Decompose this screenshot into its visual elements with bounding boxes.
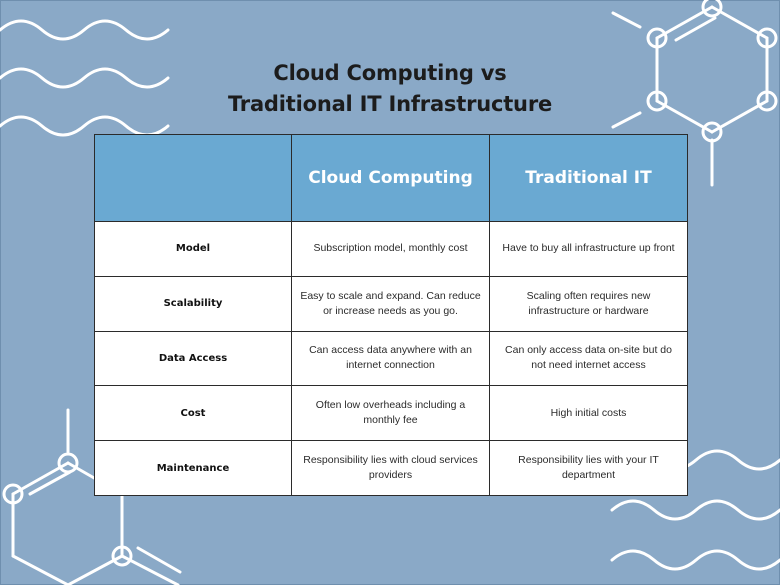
header-traditional-it: Traditional IT xyxy=(489,134,688,222)
traditional-cell: Have to buy all infrastructure up front xyxy=(489,221,688,277)
page-title: Cloud Computing vs Traditional IT Infras… xyxy=(0,58,780,120)
traditional-cell: High initial costs xyxy=(489,385,688,442)
table-row: Scalability Easy to scale and expand. Ca… xyxy=(94,275,688,332)
table-row: Data Access Can access data anywhere wit… xyxy=(94,330,688,387)
molecule-decoration xyxy=(611,0,778,187)
row-label: Data Access xyxy=(94,330,292,387)
table-header-row: Cloud Computing Traditional IT xyxy=(94,134,688,222)
row-label: Maintenance xyxy=(94,440,292,496)
comparison-table: Cloud Computing Traditional IT Model Sub… xyxy=(94,134,688,496)
wave-decoration xyxy=(0,67,170,89)
header-cloud-computing: Cloud Computing xyxy=(291,134,490,222)
cloud-cell: Easy to scale and expand. Can reduce or … xyxy=(291,275,490,332)
row-label: Cost xyxy=(94,385,292,442)
title-line-1: Cloud Computing vs xyxy=(273,61,507,85)
traditional-cell: Responsibility lies with your IT departm… xyxy=(489,440,688,496)
header-empty-cell xyxy=(94,134,292,222)
cloud-cell: Subscription model, monthly cost xyxy=(291,221,490,277)
cloud-cell: Can access data anywhere with an interne… xyxy=(291,330,490,387)
cloud-cell: Often low overheads including a monthly … xyxy=(291,385,490,442)
table-row: Cost Often low overheads including a mon… xyxy=(94,385,688,442)
title-line-2: Traditional IT Infrastructure xyxy=(227,92,553,116)
wave-decoration xyxy=(610,499,780,521)
traditional-cell: Can only access data on-site but do not … xyxy=(489,330,688,387)
cloud-cell: Responsibility lies with cloud services … xyxy=(291,440,490,496)
wave-decoration xyxy=(610,549,780,571)
wave-decoration xyxy=(0,115,170,137)
table-row: Maintenance Responsibility lies with clo… xyxy=(94,440,688,496)
row-label: Scalability xyxy=(94,275,292,332)
wave-decoration xyxy=(0,19,170,41)
traditional-cell: Scaling often requires new infrastructur… xyxy=(489,275,688,332)
row-label: Model xyxy=(94,221,292,277)
table-row: Model Subscription model, monthly cost H… xyxy=(94,221,688,277)
